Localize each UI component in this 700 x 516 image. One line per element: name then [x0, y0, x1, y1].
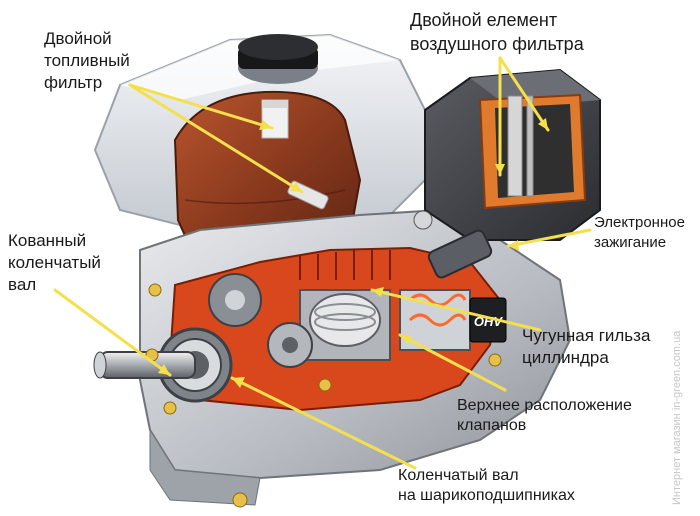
- ignition-coil: [413, 210, 493, 279]
- pointer-sleeve: [370, 288, 542, 332]
- label-cast-iron-sleeve: Чугунная гильза циллиндра: [522, 326, 651, 367]
- ohv-mark: OHV: [474, 314, 504, 329]
- crankshaft: [93, 327, 233, 403]
- pointer-air-filter-1: [498, 56, 550, 132]
- label-dual-fuel-filter: Двойной топливный фильтр: [44, 29, 130, 92]
- pointer-fuel-filter-2: [128, 83, 304, 194]
- label-forged-crankshaft: Кованный коленчатый вал: [8, 231, 101, 294]
- mounting-bolts: [145, 283, 502, 508]
- crank-gears: [208, 273, 313, 368]
- pointer-ignition: [506, 228, 592, 248]
- label-overhead-valves: Верхнее расположение клапанов: [457, 397, 632, 434]
- label-dual-air-filter: Двойной елемент воздушного фильтра: [410, 10, 584, 54]
- pointer-heads: [158, 118, 548, 388]
- pointer-valves: [398, 333, 507, 392]
- pointer-bearings: [230, 376, 417, 470]
- ohv-plate: [469, 297, 507, 343]
- label-crankshaft-ball-bearings: Коленчатый вал на шарикоподшипниках: [398, 467, 575, 504]
- pointer-arrows: [53, 56, 592, 470]
- pointer-forged-crank: [53, 288, 172, 377]
- air-filter-housing: [424, 68, 601, 241]
- label-electronic-ignition: Электронное зажигание: [594, 214, 685, 251]
- watermark: Интернет магазин in-green.com.ua: [671, 330, 683, 505]
- pointer-fuel-filter-1: [128, 83, 274, 130]
